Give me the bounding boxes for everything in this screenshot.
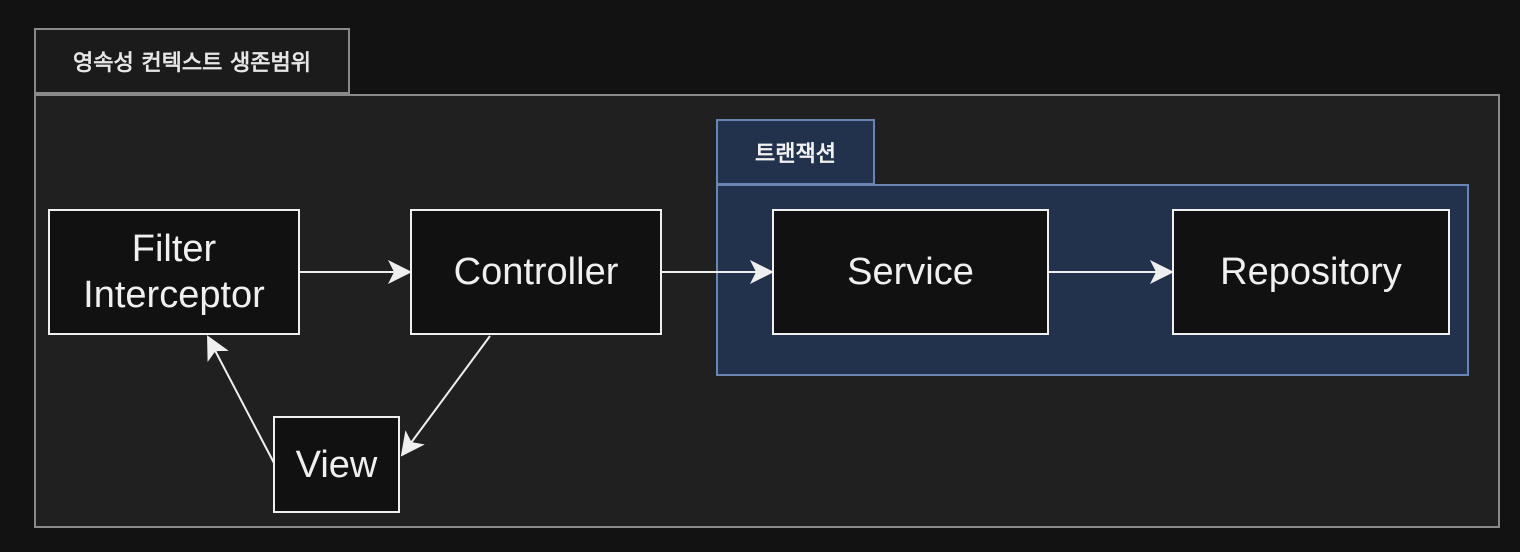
repository-label: Repository: [1220, 251, 1402, 293]
repository-node: Repository: [1172, 209, 1450, 335]
persistence-context-scope-label: 영속성 컨텍스트 생존범위: [34, 28, 350, 94]
interceptor-label: Interceptor: [83, 274, 265, 316]
transaction-scope-text: 트랜잭션: [755, 142, 836, 167]
controller-node: Controller: [410, 209, 662, 335]
arrow-controller-to-view: [400, 335, 491, 457]
transaction-scope-label: 트랜잭션: [716, 119, 875, 185]
persistence-context-scope-text: 영속성 컨텍스트 생존범위: [73, 51, 311, 76]
controller-label: Controller: [453, 251, 619, 293]
view-node: View: [273, 416, 400, 513]
view-label: View: [295, 443, 378, 486]
arrow-view-to-filter: [207, 335, 275, 464]
filter-label: Filter: [131, 228, 217, 270]
service-label: Service: [847, 251, 974, 293]
filter-interceptor-node: Filter Interceptor: [48, 209, 300, 335]
service-node: Service: [772, 209, 1049, 335]
